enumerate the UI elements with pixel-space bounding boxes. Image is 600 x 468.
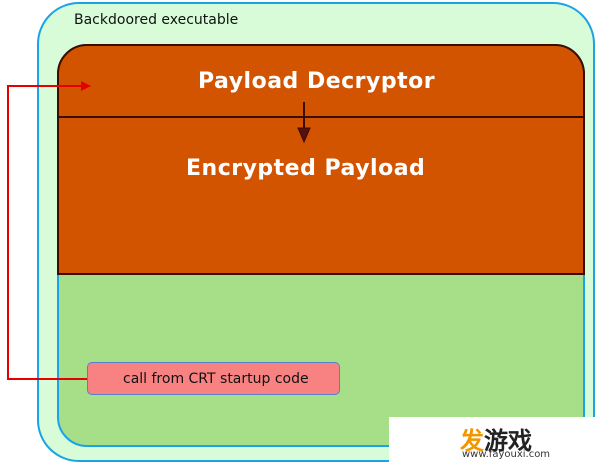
encrypted-payload-label: Encrypted Payload bbox=[186, 156, 426, 181]
watermark-logo-part2: 游戏 bbox=[484, 427, 532, 455]
watermark-area bbox=[389, 417, 595, 463]
crt-call-label: call from CRT startup code bbox=[123, 371, 309, 387]
watermark-logo-part1: 发 bbox=[460, 427, 484, 455]
payload-decryptor-label: Payload Decryptor bbox=[198, 69, 436, 94]
watermark-url: www.fayouxi.com bbox=[462, 449, 551, 460]
watermark-logo: 发游戏 bbox=[460, 421, 532, 456]
encrypted-payload-block bbox=[57, 116, 585, 275]
backdoored-executable-title: Backdoored executable bbox=[74, 12, 239, 28]
crt-call-box bbox=[87, 362, 340, 395]
